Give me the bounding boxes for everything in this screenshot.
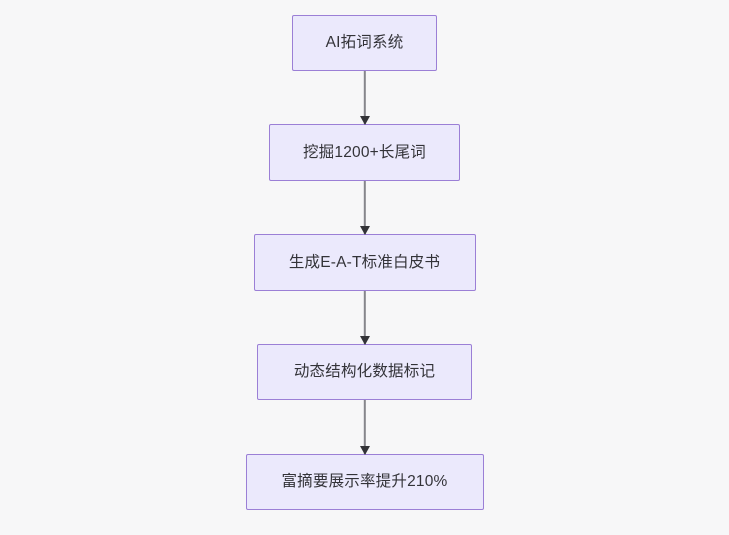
flow-node-mine-longtail-keywords[interactable]: 挖掘1200+长尾词 bbox=[269, 124, 460, 181]
flow-node-generate-eat-whitepaper[interactable]: 生成E-A-T标准白皮书 bbox=[253, 234, 476, 291]
flow-edge-1-to-2 bbox=[359, 71, 370, 125]
arrow-down-icon bbox=[359, 446, 370, 455]
arrow-down-icon bbox=[359, 226, 370, 235]
flow-node-dynamic-structured-data-markup[interactable]: 动态结构化数据标记 bbox=[257, 344, 472, 400]
edge-line bbox=[363, 291, 366, 344]
flow-node-label: 动态结构化数据标记 bbox=[293, 363, 436, 381]
flow-edge-3-to-4 bbox=[359, 291, 370, 345]
flow-node-label: 挖掘1200+长尾词 bbox=[302, 143, 427, 161]
flow-edge-4-to-5 bbox=[359, 400, 370, 455]
flow-edge-2-to-3 bbox=[359, 181, 370, 235]
edge-line bbox=[363, 71, 366, 124]
edge-line bbox=[363, 400, 366, 454]
flow-node-label: AI拓词系统 bbox=[325, 34, 404, 52]
edge-line bbox=[363, 181, 366, 234]
arrow-down-icon bbox=[359, 336, 370, 345]
flow-node-ai-keyword-system[interactable]: AI拓词系统 bbox=[292, 15, 437, 71]
flow-node-label: 生成E-A-T标准白皮书 bbox=[288, 253, 441, 271]
flow-node-label: 富摘要展示率提升210% bbox=[281, 473, 448, 491]
flow-node-rich-snippet-impression-uplift[interactable]: 富摘要展示率提升210% bbox=[245, 454, 484, 510]
arrow-down-icon bbox=[359, 116, 370, 125]
